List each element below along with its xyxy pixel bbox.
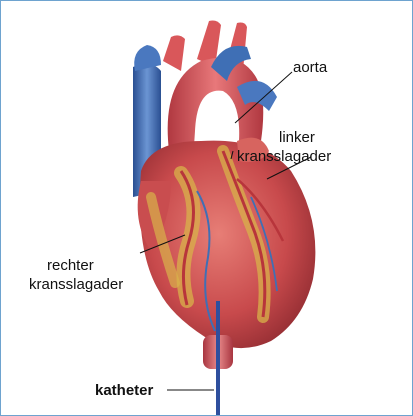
aorta-label: aorta (293, 59, 327, 76)
vena-cava-top (134, 45, 161, 71)
left-coronary-label-line1: linker (279, 129, 315, 146)
catheter-label: katheter (95, 382, 153, 399)
left-coronary-label-line2: kransslagader (237, 148, 331, 165)
aorta-branch-1 (163, 35, 185, 71)
right-coronary-label-line1: rechter (47, 257, 94, 274)
right-coronary-label-line2: kransslagader (29, 276, 123, 293)
